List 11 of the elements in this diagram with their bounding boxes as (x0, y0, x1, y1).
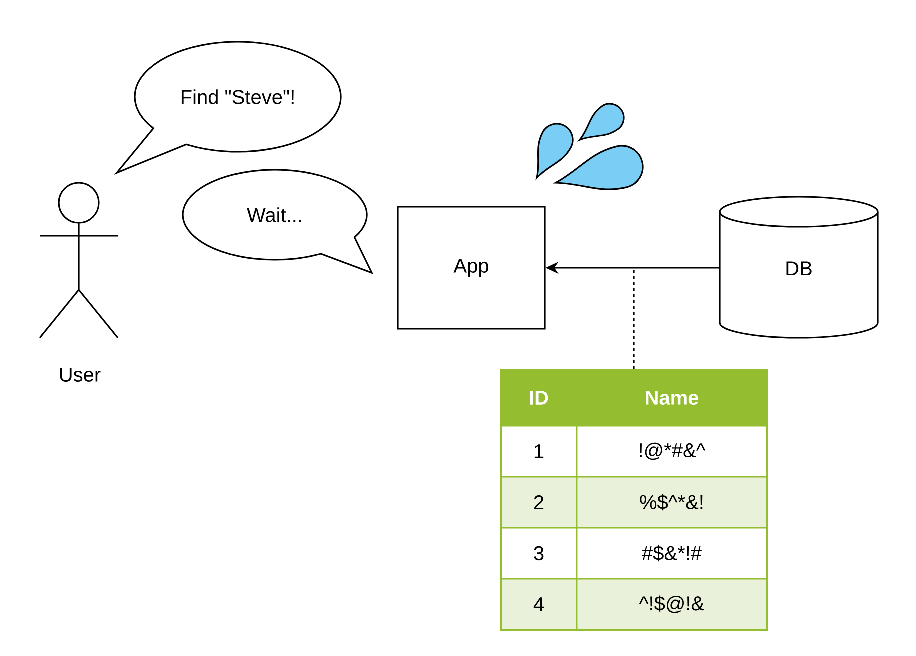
speech-bubble: Find "Steve"! (116, 41, 342, 174)
person-label: User (60, 368, 101, 382)
leader-line (633, 270, 635, 370)
database-cylinder: DB (719, 196, 879, 339)
table-cell: 3 (500, 527, 578, 580)
table-cell: 4 (500, 578, 578, 631)
table-header-cell: ID (500, 369, 578, 427)
table-cell: 2 (500, 476, 578, 529)
speech-bubble: Wait... (182, 169, 373, 274)
table-cell: 1 (500, 425, 578, 478)
app-box: App (397, 206, 546, 330)
